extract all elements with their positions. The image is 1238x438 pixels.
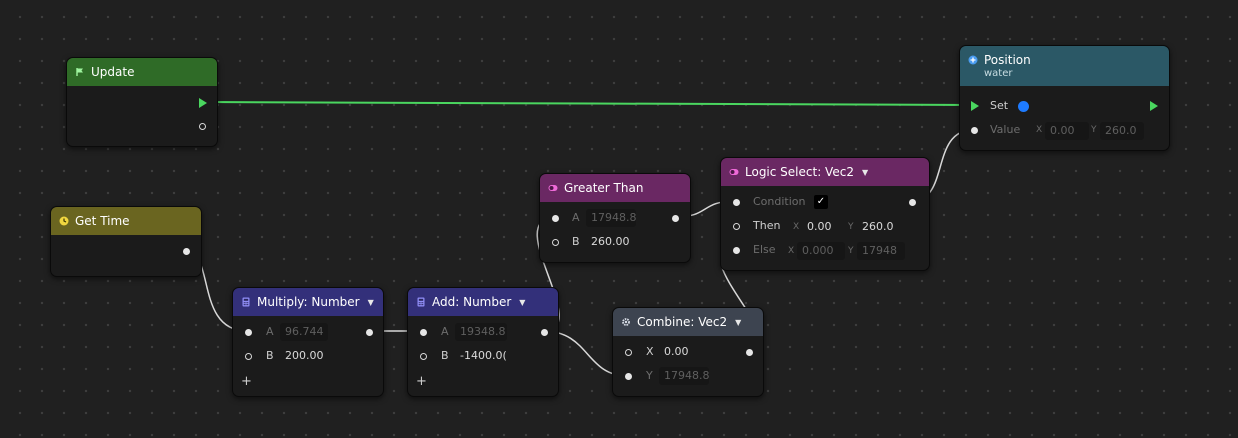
- position-exec-in-pin[interactable]: [971, 101, 979, 111]
- combine-out-pin[interactable]: [746, 349, 753, 356]
- greater-than-node-title: Greater Than: [564, 181, 644, 195]
- greater-than-node[interactable]: Greater Than A 17948.8 B 260.00: [539, 173, 691, 263]
- greater-than-a-label: A: [572, 211, 580, 224]
- multiply-node-title: Multiply: Number: [257, 295, 360, 309]
- logic-select-then-y-field[interactable]: 260.0: [862, 220, 894, 233]
- logic-select-then-x-axis: X: [793, 222, 800, 232]
- get-time-out-pin[interactable]: [183, 248, 190, 255]
- multiply-b-label: B: [266, 349, 274, 362]
- multiply-out-pin[interactable]: [366, 329, 373, 336]
- get-time-node-title: Get Time: [75, 214, 130, 228]
- logic-select-else-x-axis: X: [788, 246, 795, 256]
- logic-select-then-x-field[interactable]: 0.00: [807, 220, 832, 233]
- add-add-port-button[interactable]: +: [416, 374, 427, 389]
- exec-wire-update-to-position: [203, 101, 973, 106]
- logic-select-else-in-pin[interactable]: [733, 247, 740, 254]
- greater-than-a-field[interactable]: 17948.8: [586, 209, 636, 227]
- logic-select-then-y-axis: Y: [848, 222, 854, 232]
- get-time-node-header[interactable]: Get Time: [51, 207, 201, 235]
- position-set-label: Set: [990, 99, 1009, 112]
- add-a-label: A: [441, 325, 449, 338]
- logic-select-else-x-field[interactable]: 0.000: [797, 242, 845, 260]
- chevron-down-icon[interactable]: ▼: [367, 297, 374, 307]
- combine-node-header[interactable]: Combine: Vec2 ▼: [613, 308, 763, 336]
- position-set-toggle[interactable]: [1018, 101, 1029, 112]
- logic-select-node-title: Logic Select: Vec2: [745, 165, 854, 179]
- clock-icon: [59, 216, 69, 226]
- calculator-icon: [417, 297, 425, 307]
- add-b-in-pin[interactable]: [420, 353, 427, 360]
- flag-icon: [76, 68, 83, 76]
- update-node-title: Update: [91, 65, 135, 79]
- logic-select-node[interactable]: Logic Select: Vec2 ▼ Condition ✓ Then X …: [720, 157, 930, 271]
- add-b-field[interactable]: -1400.0(: [460, 349, 507, 362]
- multiply-add-port-button[interactable]: +: [241, 374, 252, 389]
- add-node-title: Add: Number: [432, 295, 512, 309]
- logic-select-else-label: Else: [753, 243, 776, 256]
- greater-than-node-header[interactable]: Greater Than: [540, 174, 690, 202]
- update-exec-out-pin[interactable]: [199, 98, 207, 108]
- update-data-out-pin[interactable]: [199, 123, 206, 130]
- add-b-label: B: [441, 349, 449, 362]
- combine-x-label: X: [646, 345, 654, 358]
- multiply-a-field[interactable]: 96.744: [280, 323, 328, 341]
- position-value-in-pin[interactable]: [971, 127, 978, 134]
- position-node-title: Position: [984, 53, 1031, 67]
- add-node-header[interactable]: Add: Number ▼: [408, 288, 558, 316]
- greater-than-a-in-pin[interactable]: [552, 215, 559, 222]
- multiply-b-in-pin[interactable]: [245, 353, 252, 360]
- position-x-field[interactable]: 0.00: [1045, 122, 1089, 140]
- position-node[interactable]: Position water Set Value X 0.00 Y 260.0: [959, 45, 1170, 151]
- chevron-down-icon[interactable]: ▼: [861, 167, 869, 177]
- multiply-node[interactable]: Multiply: Number ▼ A 96.744 B 200.00 +: [232, 287, 384, 397]
- combine-x-in-pin[interactable]: [625, 349, 632, 356]
- chevron-down-icon[interactable]: ▼: [735, 317, 742, 327]
- multiply-b-field[interactable]: 200.00: [285, 349, 324, 362]
- combine-y-label: Y: [646, 369, 653, 382]
- toggle-icon: [729, 169, 739, 175]
- greater-than-b-in-pin[interactable]: [552, 239, 559, 246]
- logic-select-then-in-pin[interactable]: [733, 223, 740, 230]
- multiply-a-label: A: [266, 325, 274, 338]
- greater-than-b-label: B: [572, 235, 580, 248]
- combine-node-title: Combine: Vec2: [637, 315, 728, 329]
- position-node-subtitle: water: [984, 68, 1013, 79]
- multiply-node-header[interactable]: Multiply: Number ▼: [233, 288, 383, 316]
- toggle-icon: [548, 185, 558, 191]
- position-y-axis-label: Y: [1091, 125, 1097, 135]
- add-a-in-pin[interactable]: [420, 329, 427, 336]
- add-node[interactable]: Add: Number ▼ A 19348.8 B -1400.0( +: [407, 287, 559, 397]
- combine-y-in-pin[interactable]: [625, 373, 632, 380]
- calculator-icon: [242, 297, 250, 307]
- greater-than-b-field[interactable]: 260.00: [591, 235, 630, 248]
- logic-select-node-header[interactable]: Logic Select: Vec2 ▼: [721, 158, 929, 186]
- add-a-field[interactable]: 19348.8: [455, 323, 507, 341]
- gear-icon: [622, 318, 630, 326]
- update-node-header[interactable]: Update: [67, 58, 217, 86]
- position-x-axis-label: X: [1036, 125, 1043, 135]
- combine-node[interactable]: Combine: Vec2 ▼ X 0.00 Y 17948.8: [612, 307, 764, 397]
- get-time-node[interactable]: Get Time: [50, 206, 202, 277]
- logic-select-out-pin[interactable]: [909, 199, 916, 206]
- logic-select-condition-checkbox[interactable]: ✓: [814, 195, 828, 209]
- plus-circle-icon: [968, 55, 978, 65]
- chevron-down-icon[interactable]: ▼: [519, 297, 526, 307]
- position-y-field[interactable]: 260.0: [1100, 122, 1144, 140]
- combine-x-field[interactable]: 0.00: [664, 345, 689, 358]
- logic-select-else-y-field[interactable]: 17948: [857, 242, 905, 260]
- greater-than-out-pin[interactable]: [672, 215, 679, 222]
- position-node-header[interactable]: Position water: [960, 46, 1169, 86]
- add-out-pin[interactable]: [541, 329, 548, 336]
- logic-select-else-y-axis: Y: [848, 246, 854, 256]
- update-node[interactable]: Update: [66, 57, 218, 147]
- position-value-label: Value: [990, 123, 1021, 136]
- logic-select-condition-in-pin[interactable]: [733, 199, 740, 206]
- multiply-a-in-pin[interactable]: [245, 329, 252, 336]
- combine-y-field[interactable]: 17948.8: [659, 367, 709, 385]
- logic-select-then-label: Then: [753, 219, 781, 232]
- position-exec-out-pin[interactable]: [1150, 101, 1158, 111]
- logic-select-condition-label: Condition: [753, 195, 806, 208]
